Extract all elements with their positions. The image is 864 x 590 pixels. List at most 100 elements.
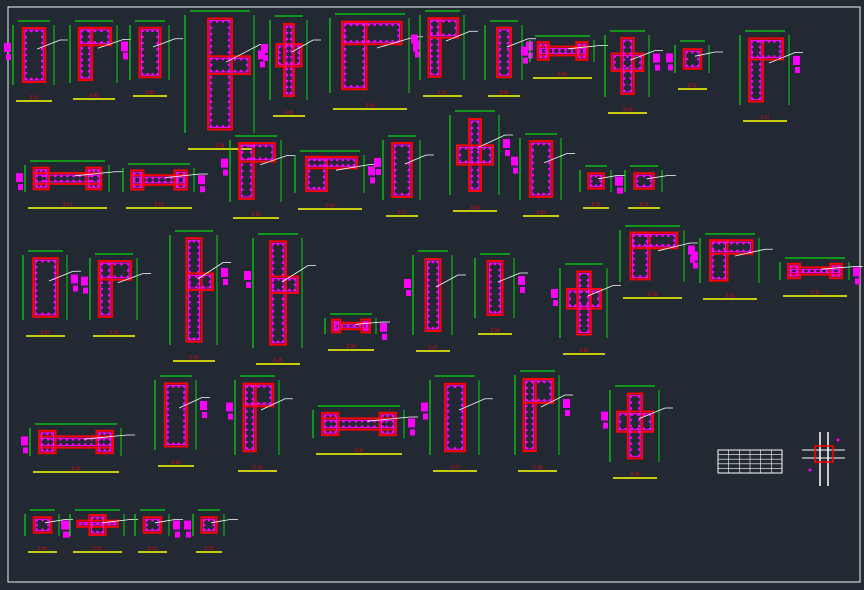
- rebar-dot: [285, 73, 289, 77]
- leader-line: [506, 38, 536, 48]
- column-outline: [138, 26, 162, 79]
- detail-label: Z-38: [533, 465, 543, 470]
- rebar-dot: [531, 161, 535, 165]
- rebar-dot: [632, 257, 635, 261]
- rebar-dot: [80, 58, 84, 62]
- rebar-dot: [41, 179, 45, 183]
- rebar-dot: [182, 442, 186, 445]
- rebar-dot: [227, 38, 231, 42]
- rebar-dot: [442, 33, 445, 37]
- rebar-dot: [427, 272, 430, 276]
- rebar-dot: [460, 410, 464, 413]
- rebar-dot: [53, 179, 57, 183]
- rebar-dot: [96, 174, 100, 178]
- rebar-dot: [570, 51, 574, 54]
- stirrup: [393, 144, 411, 196]
- rebar-dot: [188, 319, 191, 322]
- rebar-dot: [578, 290, 582, 293]
- rebar-dot: [525, 380, 528, 384]
- rebar-dot: [53, 289, 57, 292]
- rebar-note: [503, 139, 510, 148]
- rebar-dot: [268, 396, 272, 400]
- column-outline: [282, 23, 296, 97]
- rebar-dot: [221, 20, 225, 23]
- rebar-dot: [113, 275, 117, 279]
- rebar-note: [16, 173, 23, 183]
- column-outline: [305, 155, 328, 193]
- rebar-note: [221, 158, 228, 168]
- rebar-dot: [141, 72, 144, 76]
- detail-label: Z-42: [148, 546, 158, 551]
- rebar-note: [18, 184, 23, 191]
- rebar-dot: [430, 49, 433, 52]
- rebar-dot: [637, 448, 641, 451]
- column-outline: [616, 410, 654, 433]
- rebar-dot: [93, 29, 97, 33]
- rebar-dot: [813, 270, 817, 273]
- rebar-dot: [476, 186, 480, 190]
- detail-label: Z-32: [810, 290, 820, 295]
- detail-label: Z-05: [284, 110, 294, 115]
- column-outline: [331, 318, 342, 334]
- rebar-dot: [649, 184, 653, 187]
- rebar-dot: [197, 258, 200, 261]
- rebar-dot: [40, 35, 44, 39]
- rebar-dot: [197, 270, 200, 274]
- rebar-dot: [632, 269, 635, 272]
- rebar-dot: [460, 434, 464, 438]
- rebar-dot: [547, 155, 551, 158]
- rebar-dot: [120, 275, 123, 279]
- rebar-dot: [582, 49, 586, 53]
- rebar-note: [793, 56, 800, 65]
- rebar-dot: [460, 403, 464, 407]
- column-detail-d22: Z-22: [22, 250, 81, 337]
- rebar-dot: [40, 47, 44, 51]
- rebar-dot: [427, 326, 430, 330]
- detail-label: Z-15: [251, 212, 261, 217]
- section-mark: [802, 432, 845, 486]
- rebar-dot: [271, 261, 275, 264]
- rebar-dot: [71, 438, 75, 441]
- rebar-dot: [151, 519, 154, 522]
- column-outline: [496, 26, 512, 79]
- rebar-dot: [599, 175, 602, 178]
- rebar-dot: [98, 437, 101, 441]
- rebar-dot: [188, 280, 191, 284]
- rebar-dot: [307, 181, 311, 184]
- rebar-dot: [758, 85, 762, 89]
- rebar-dot: [141, 48, 144, 51]
- rebar-dot: [227, 75, 231, 79]
- rebar-dot: [430, 72, 433, 76]
- rebar-dot: [336, 321, 339, 324]
- rebar-dot: [53, 283, 57, 286]
- rebar-dot: [379, 39, 382, 43]
- rebar-dot: [711, 276, 715, 280]
- rebar-note: [423, 413, 428, 420]
- rebar-dot: [227, 44, 231, 48]
- rebar-dot: [343, 23, 347, 27]
- rebar-dot: [107, 262, 110, 266]
- rebar-dot: [348, 420, 352, 423]
- stirrup: [166, 385, 186, 445]
- rebar-dot: [323, 419, 327, 423]
- rebar-dot: [307, 169, 311, 173]
- rebar-dot: [436, 260, 439, 264]
- rebar-dot: [44, 179, 48, 183]
- rebar-dot: [101, 523, 104, 527]
- rebar-dot: [363, 328, 366, 331]
- rebar-dot: [393, 150, 397, 154]
- rebar-dot: [324, 158, 328, 162]
- rebar-dot: [323, 430, 327, 434]
- rebar-dot: [145, 519, 149, 522]
- rebar-note: [518, 276, 525, 285]
- detail-label: Z-39: [630, 472, 640, 477]
- rebar-dot: [436, 326, 439, 330]
- rebar-dot: [618, 420, 622, 423]
- rebar-dot: [40, 448, 44, 452]
- rebar-dot: [632, 275, 635, 278]
- rebar-dot: [278, 45, 281, 49]
- column-outline: [633, 172, 655, 190]
- rebar-dot: [212, 528, 215, 531]
- rebar-dot: [385, 39, 388, 43]
